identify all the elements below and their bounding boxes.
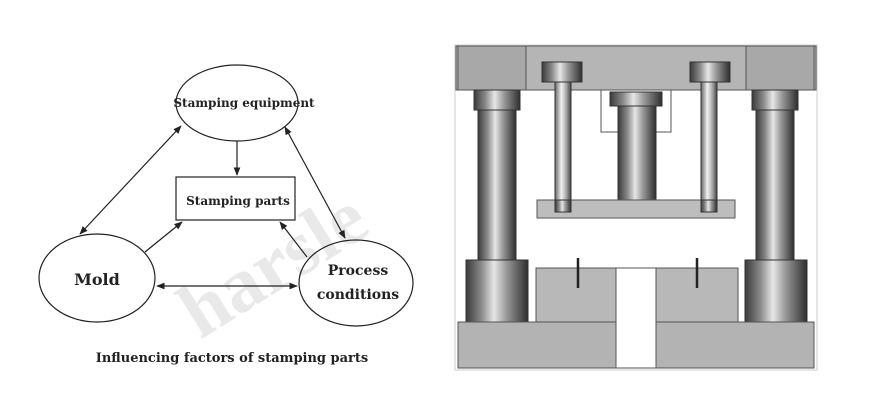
lower-die-shoe-right [655,321,815,369]
node-process-ellipse [298,239,414,327]
arrow-mold-to-parts [144,221,183,253]
diagram-caption: Influencing factors of stamping parts [96,351,368,366]
left-screw-shank [554,81,572,201]
upper-die-plate-left-block [457,45,527,91]
arrow-equipment-mold [79,125,182,235]
arrow-equipment-process [284,126,346,239]
punch-head [609,91,663,107]
right-lower-guide-bushing [744,259,808,323]
lower-die-left-block [535,267,617,323]
right-guide-post [755,109,795,261]
node-mold-label: Mold [74,270,120,289]
left-guide-post [477,109,517,261]
stamping-die-illustration [454,44,818,371]
upper-die-plate-right-block [745,45,815,91]
left-screw-head [541,61,583,83]
influence-diagram: Stamping equipment Stamping parts Mold P… [38,64,414,366]
right-screw-head [689,61,731,83]
left-lower-guide-bushing [465,259,529,323]
punch-body [617,105,657,219]
die-slug-opening [615,267,657,369]
node-parts-label: Stamping parts [186,194,290,208]
node-process-label-line1: Process [328,263,389,279]
lower-die-shoe-left [457,321,617,369]
stripper-right-screw-tip [700,199,718,213]
node-equipment-label: Stamping equipment [173,96,315,110]
right-guide-bushing [751,89,799,111]
left-guide-bushing [473,89,521,111]
stripper-left-screw-tip [554,199,572,213]
node-process-label-line2: conditions [317,287,399,303]
arrow-process-to-parts [279,221,308,258]
right-screw-shank [700,81,718,201]
stripper-plate [536,199,736,219]
